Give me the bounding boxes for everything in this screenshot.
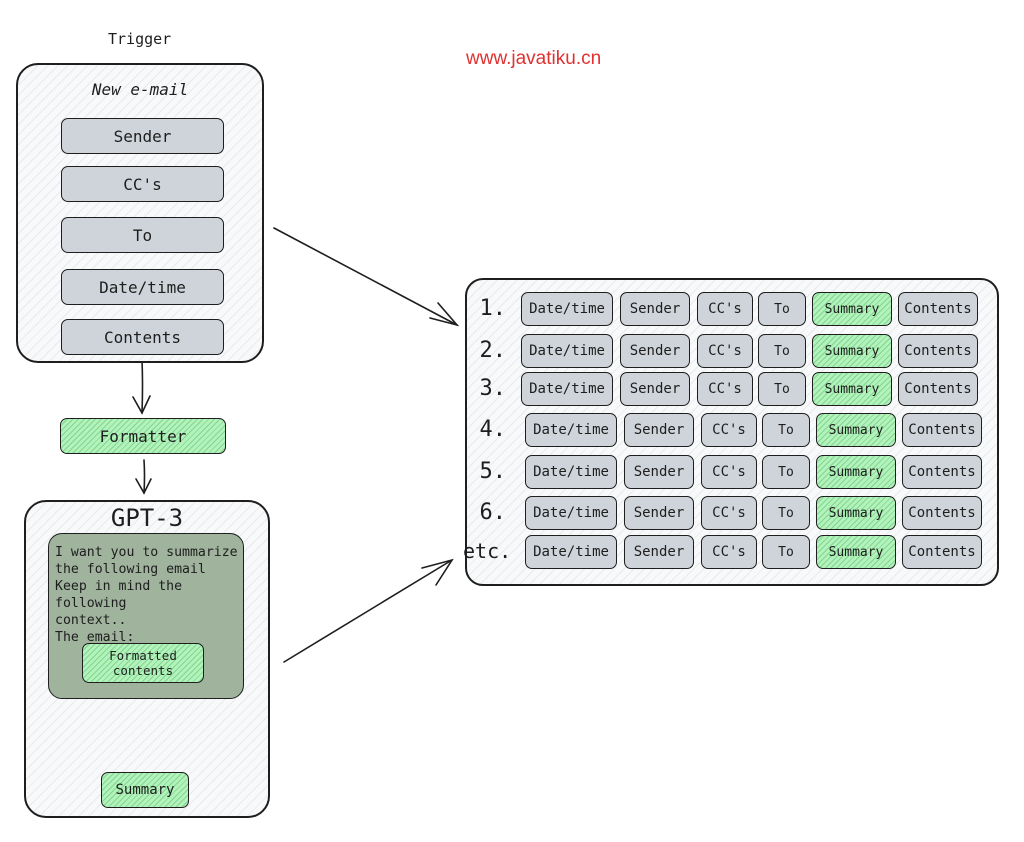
to-cell: To (762, 496, 810, 530)
arrow-trigger-to-formatter (141, 359, 144, 414)
date-time-cell: Date/time (521, 372, 613, 406)
ccs-cell: CC's (701, 496, 757, 530)
summary-cell: Summary (816, 413, 896, 447)
contents-cell: Contents (898, 372, 978, 406)
to-field: To (61, 217, 224, 253)
formatted-contents-node: Formatted contents (82, 643, 204, 683)
trigger-box: New e-mail (16, 63, 264, 363)
sender-cell: Sender (620, 334, 690, 368)
ccs-cell: CC's (701, 535, 757, 569)
sender-cell: Sender (620, 292, 690, 326)
sender-field: Sender (61, 118, 224, 154)
sender-cell: Sender (624, 535, 694, 569)
date-time-cell: Date/time (525, 455, 617, 489)
summary-cell: Summary (812, 372, 892, 406)
ccs-cell: CC's (697, 372, 753, 406)
summary-cell: Summary (816, 455, 896, 489)
watermark-text: www.javatiku.cn (466, 48, 602, 69)
prompt-line: the following email (55, 562, 206, 577)
contents-cell: Contents (902, 455, 982, 489)
summary-cell: Summary (812, 334, 892, 368)
to-cell: To (758, 334, 806, 368)
contents-cell: Contents (902, 535, 982, 569)
datetime-field: Date/time (61, 269, 224, 305)
prompt-line: I want you to summarize (55, 545, 238, 560)
arrow-trigger-to-table (273, 227, 458, 326)
prompt-text: I want you to summarize the following em… (55, 544, 243, 646)
row-label: 4. (479, 417, 507, 442)
to-cell: To (762, 413, 810, 447)
summary-cell: Summary (812, 292, 892, 326)
summary-cell: Summary (816, 535, 896, 569)
prompt-line: context.. (55, 613, 127, 628)
to-cell: To (762, 455, 810, 489)
prompt-line: The email: (55, 630, 135, 645)
sender-cell: Sender (620, 372, 690, 406)
sender-cell: Sender (624, 455, 694, 489)
row-label: 5. (479, 459, 507, 484)
date-time-cell: Date/time (525, 413, 617, 447)
arrow-gpt-to-table (283, 559, 453, 663)
prompt-line: Keep in mind the following (55, 579, 183, 611)
contents-cell: Contents (902, 413, 982, 447)
formatted-contents-line: contents (112, 663, 174, 678)
arrow-formatter-to-gpt (143, 459, 146, 494)
summary-node: Summary (101, 772, 189, 808)
ccs-cell: CC's (701, 413, 757, 447)
row-label: 2. (479, 338, 507, 363)
date-time-cell: Date/time (521, 334, 613, 368)
contents-cell: Contents (898, 292, 978, 326)
summary-cell: Summary (816, 496, 896, 530)
sender-cell: Sender (624, 413, 694, 447)
sender-cell: Sender (624, 496, 694, 530)
date-time-cell: Date/time (521, 292, 613, 326)
date-time-cell: Date/time (525, 496, 617, 530)
contents-cell: Contents (902, 496, 982, 530)
ccs-cell: CC's (697, 292, 753, 326)
formatted-contents-line: Formatted (109, 648, 177, 663)
ccs-cell: CC's (701, 455, 757, 489)
to-cell: To (758, 292, 806, 326)
ccs-cell: CC's (697, 334, 753, 368)
date-time-cell: Date/time (525, 535, 617, 569)
contents-field: Contents (61, 319, 224, 355)
to-cell: To (758, 372, 806, 406)
row-label: 3. (479, 376, 507, 401)
trigger-heading: Trigger (108, 30, 172, 48)
row-label: 1. (479, 296, 507, 321)
row-label: 6. (479, 500, 507, 525)
trigger-box-title: New e-mail (91, 80, 189, 99)
to-cell: To (762, 535, 810, 569)
formatter-node: Formatter (60, 418, 226, 454)
gpt-title: GPT-3 (110, 504, 184, 532)
ccs-field: CC's (61, 166, 224, 202)
row-label: etc. (463, 539, 512, 563)
contents-cell: Contents (898, 334, 978, 368)
